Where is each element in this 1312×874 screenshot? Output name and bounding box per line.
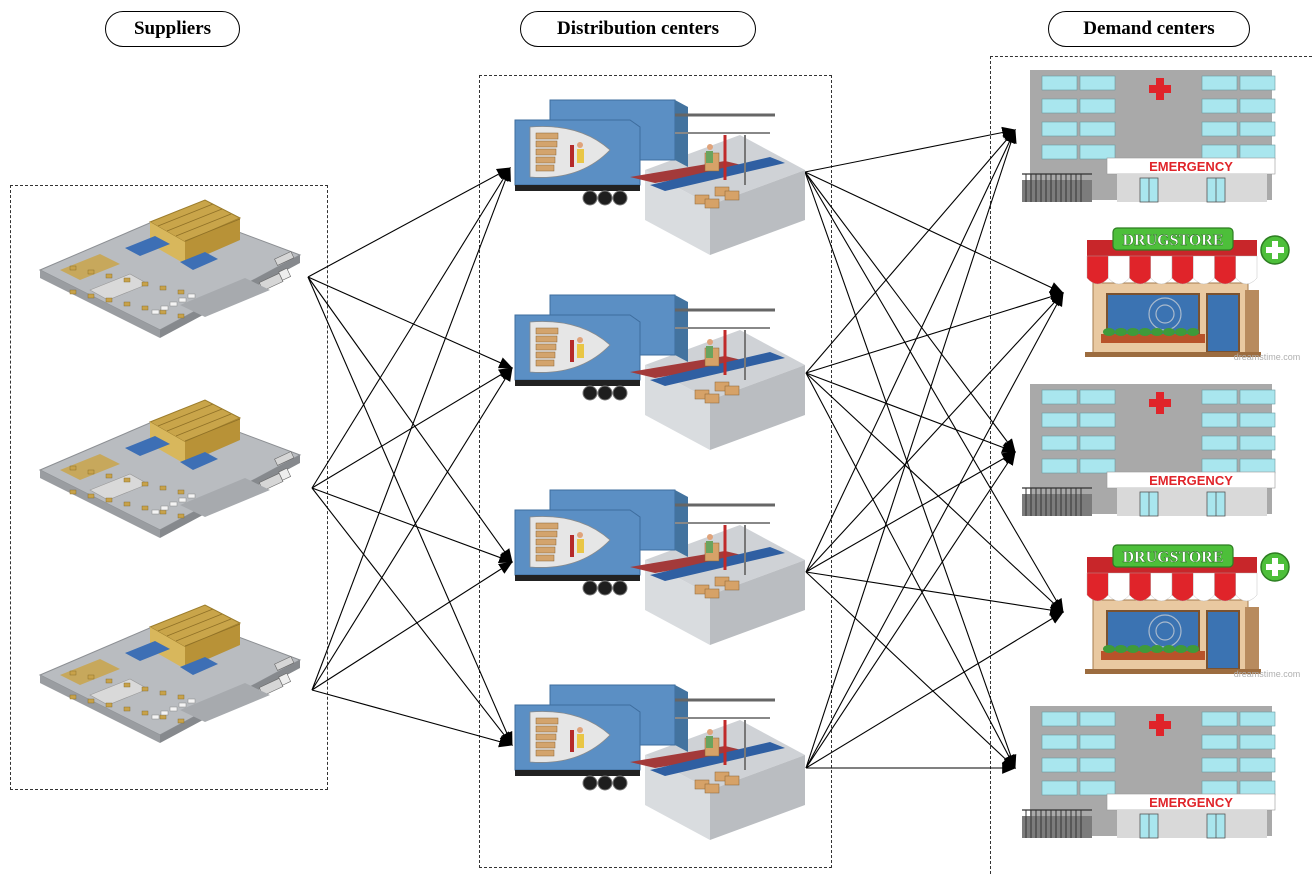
distribution-dock-icon — [514, 489, 805, 645]
suppliers-header: Suppliers — [105, 11, 240, 47]
edges-layer — [307, 126, 1065, 774]
edge-dc-to-demand — [805, 571, 1065, 616]
edge-supplier-to-dc — [307, 167, 512, 278]
supplier-warehouse-icon — [38, 399, 302, 538]
edge-dc-to-demand — [805, 372, 1017, 453]
supplier-warehouse-icon — [38, 604, 302, 743]
distribution-box — [479, 75, 832, 868]
distribution-dock-icon — [514, 684, 805, 840]
edge-supplier-to-dc — [311, 166, 511, 691]
edge-dc-to-demand — [805, 128, 1016, 573]
distribution-header: Distribution centers — [520, 11, 756, 47]
edge-dc-to-demand — [805, 291, 1065, 374]
edge-supplier-to-dc — [311, 167, 511, 489]
edge-supplier-to-dc — [311, 367, 513, 691]
edge-supplier-to-dc — [311, 487, 514, 564]
edge-dc-to-demand — [805, 451, 1017, 573]
edge-dc-to-demand — [805, 571, 1016, 769]
distribution-dock-icon — [514, 294, 805, 450]
edge-supplier-to-dc — [311, 487, 513, 746]
demand-header: Demand centers — [1048, 11, 1250, 47]
edge-dc-to-demand — [804, 171, 1065, 294]
drugstore-icon: DRUGSTORE dreamstime.com — [1085, 227, 1301, 362]
hospital-icon: EMERGENCY — [1022, 70, 1276, 203]
edge-dc-to-demand — [805, 128, 1017, 769]
demand-box — [990, 56, 1312, 874]
suppliers-box — [10, 185, 328, 790]
edge-supplier-to-dc — [311, 689, 514, 748]
emergency-sign: EMERGENCY — [1149, 473, 1233, 488]
edge-dc-to-demand — [804, 171, 1016, 453]
watermark-text: dreamstime.com — [1234, 352, 1301, 362]
hospital-icon: EMERGENCY — [1022, 706, 1276, 839]
hospital-icon: EMERGENCY — [1022, 384, 1276, 517]
emergency-sign: EMERGENCY — [1149, 795, 1233, 810]
edge-supplier-to-dc — [311, 561, 513, 691]
edge-supplier-to-dc — [307, 276, 513, 747]
edge-dc-to-demand — [805, 451, 1016, 769]
edge-dc-to-demand — [805, 372, 1016, 770]
emergency-sign: EMERGENCY — [1149, 159, 1233, 174]
edge-dc-to-demand — [805, 611, 1064, 769]
distribution-title: Distribution centers — [556, 18, 719, 39]
watermark-text: dreamstime.com — [1234, 669, 1301, 679]
edge-dc-to-demand — [804, 126, 1017, 173]
edge-dc-to-demand — [805, 129, 1016, 374]
nodes-layer: EMERGENCYDRUGSTOREdreamstime.comEMERGENC… — [38, 70, 1301, 840]
edge-supplier-to-dc — [311, 367, 514, 489]
distribution-dock-icon — [514, 99, 805, 255]
drugstore-sign: DRUGSTORE — [1122, 549, 1223, 566]
demand-title: Demand centers — [1083, 18, 1215, 39]
edge-supplier-to-dc — [307, 276, 513, 563]
edge-supplier-to-dc — [307, 276, 514, 369]
drugstore-sign: DRUGSTORE — [1122, 232, 1223, 249]
suppliers-title: Suppliers — [133, 18, 212, 39]
edge-dc-to-demand — [805, 372, 1064, 613]
supplier-warehouse-icon — [38, 199, 302, 338]
edge-dc-to-demand — [805, 291, 1064, 769]
edge-dc-to-demand — [805, 292, 1064, 573]
drugstore-icon: DRUGSTORE dreamstime.com — [1085, 544, 1301, 679]
edge-dc-to-demand — [804, 171, 1064, 614]
